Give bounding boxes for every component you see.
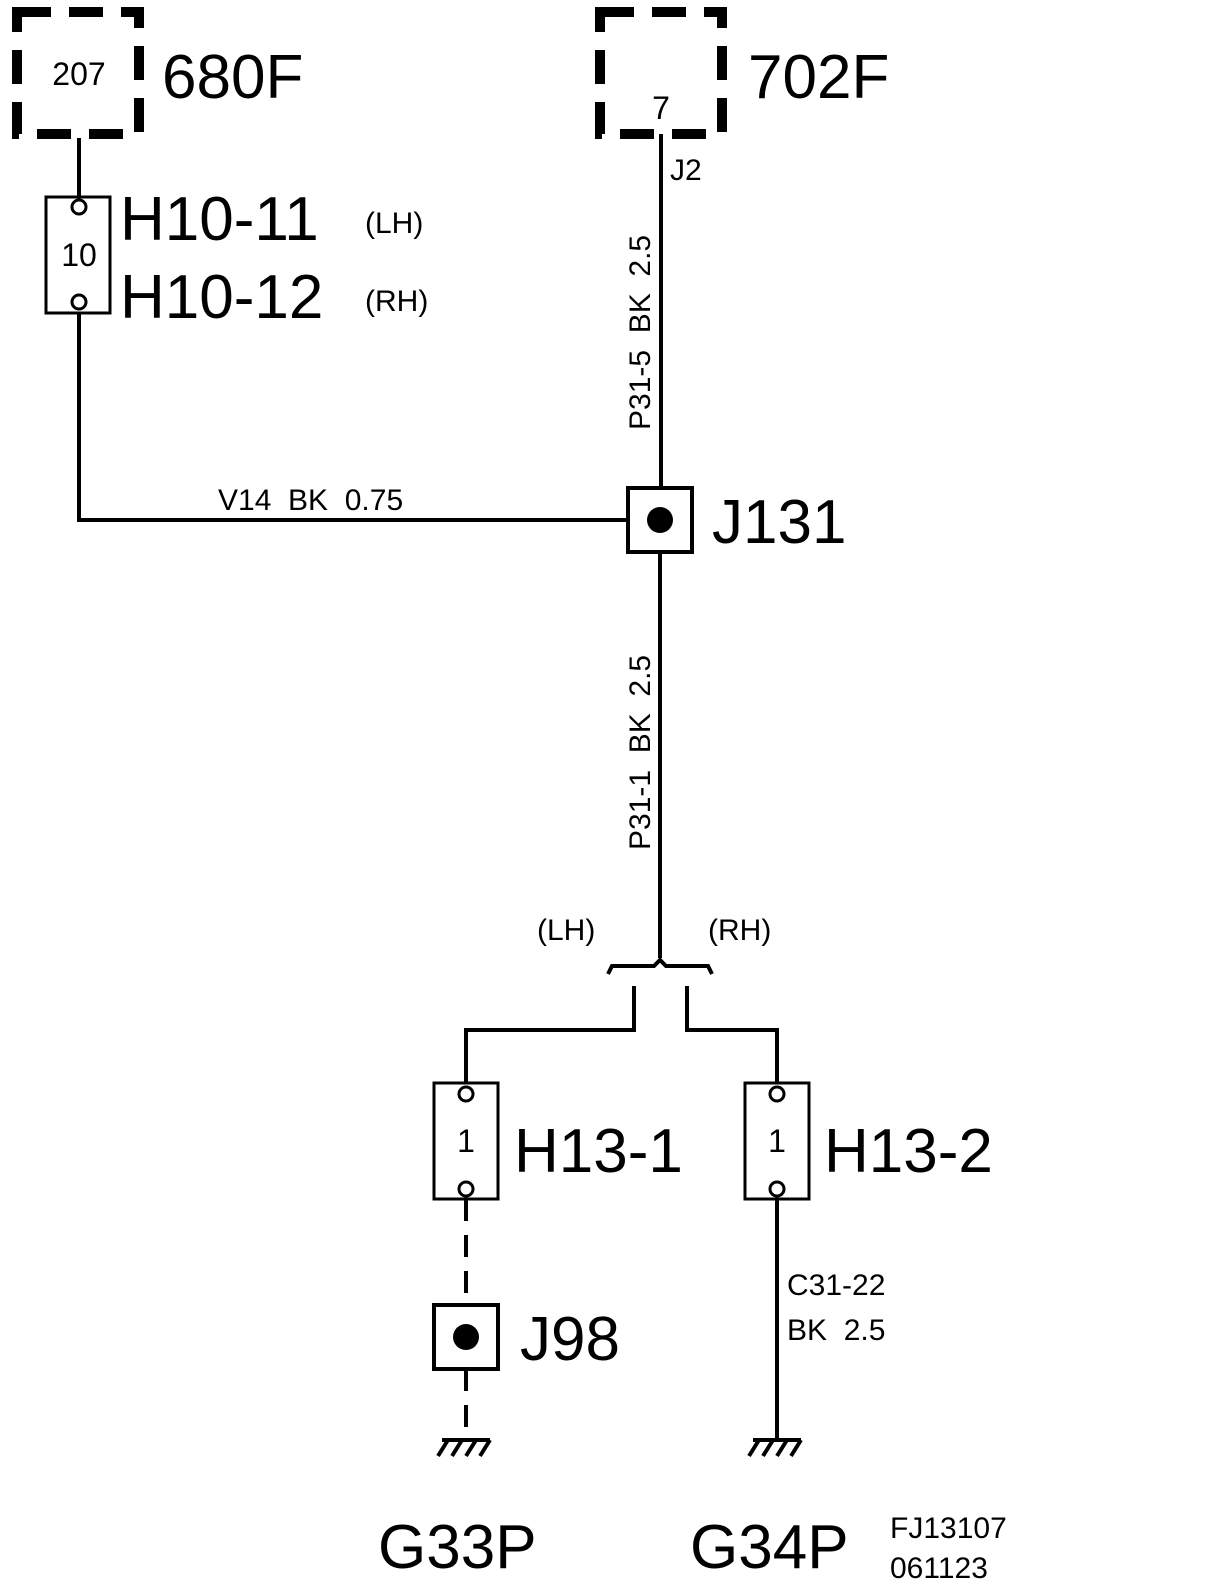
branch-bracket bbox=[606, 957, 714, 975]
module-702f-dashed-box bbox=[595, 7, 727, 139]
connector-h10-rh-side: (RH) bbox=[365, 285, 428, 318]
wire-c31-22-label-line2: BK 2.5 bbox=[787, 1314, 885, 1347]
connector-h10-pin-number: 10 bbox=[61, 237, 97, 273]
module-702f-pin: 7 bbox=[652, 90, 670, 126]
ground-g34p-hatch-3 bbox=[775, 1438, 789, 1458]
wire-p31-5-label: P31-5 BK 2.5 bbox=[624, 235, 657, 430]
connector-h10-lh-label: H10-11 bbox=[120, 185, 319, 254]
splice-j98-dot bbox=[453, 1324, 479, 1350]
ground-g34p-label: G34P bbox=[690, 1513, 849, 1582]
ground-g34p: G34P bbox=[690, 1438, 849, 1582]
connector-h13-2: 1 H13-2 bbox=[743, 1081, 993, 1201]
module-680f-dashed-box bbox=[12, 7, 144, 139]
wire-p31-1-label: P31-1 BK 2.5 bbox=[624, 655, 657, 850]
ground-g34p-hatch-2 bbox=[761, 1438, 775, 1458]
wire-branch-rh bbox=[685, 986, 779, 1083]
branch-lh-label: (LH) bbox=[537, 914, 595, 947]
diagram-date: 061123 bbox=[890, 1552, 988, 1584]
splice-j131-label: J131 bbox=[712, 488, 846, 557]
ground-g33p-hatch-2 bbox=[450, 1438, 464, 1458]
ground-g34p-hatch-4 bbox=[789, 1438, 803, 1458]
branch-split: (LH) (RH) bbox=[537, 914, 771, 975]
wire-v14 bbox=[77, 313, 628, 522]
splice-j131-dot bbox=[647, 507, 673, 533]
connector-h13-1-pin-top bbox=[457, 1085, 475, 1103]
connector-h13-1: 1 H13-1 bbox=[432, 1081, 683, 1201]
connector-h13-1-pin-bottom bbox=[457, 1180, 475, 1198]
module-680f-label: 680F bbox=[162, 43, 303, 112]
connector-h10-rh-label: H10-12 bbox=[120, 263, 323, 332]
ground-g33p-hatch-3 bbox=[464, 1438, 478, 1458]
module-680f: 207 680F bbox=[12, 7, 303, 139]
connector-h13-1-pin-number: 1 bbox=[457, 1123, 475, 1159]
connector-h13-2-pin-number: 1 bbox=[768, 1123, 786, 1159]
ground-g33p-hatch-4 bbox=[478, 1438, 492, 1458]
module-702f-label: 702F bbox=[748, 43, 889, 112]
connector-h13-2-pin-top bbox=[768, 1085, 786, 1103]
ground-g34p-hatch-1 bbox=[747, 1438, 761, 1458]
module-702f: 7 702F J2 bbox=[595, 7, 889, 187]
connector-h13-1-label: H13-1 bbox=[514, 1117, 683, 1186]
wire-c31-22-label-line1: C31-22 bbox=[787, 1269, 885, 1302]
ground-g33p: G33P bbox=[378, 1438, 537, 1582]
ground-g33p-label: G33P bbox=[378, 1513, 537, 1582]
module-702f-connector-label: J2 bbox=[670, 154, 702, 187]
diagram-code: FJ13107 bbox=[890, 1512, 1007, 1545]
wire-branch-lh bbox=[464, 986, 636, 1083]
connector-h10: 10 H10-11 (LH) H10-12 (RH) bbox=[44, 185, 428, 332]
splice-j98-label: J98 bbox=[520, 1305, 620, 1374]
wire-v14-label: V14 BK 0.75 bbox=[218, 484, 403, 517]
connector-h13-2-pin-bottom bbox=[768, 1180, 786, 1198]
connector-h10-pin-bottom bbox=[70, 293, 88, 311]
connector-h13-2-label: H13-2 bbox=[824, 1117, 993, 1186]
ground-g33p-hatch-1 bbox=[436, 1438, 450, 1458]
connector-h10-lh-side: (LH) bbox=[365, 207, 423, 240]
module-680f-pin: 207 bbox=[52, 56, 105, 92]
splice-j98: J98 bbox=[432, 1303, 620, 1374]
branch-rh-label: (RH) bbox=[708, 914, 771, 947]
connector-h10-pin-top bbox=[70, 198, 88, 216]
splice-j131: J131 bbox=[626, 486, 846, 557]
